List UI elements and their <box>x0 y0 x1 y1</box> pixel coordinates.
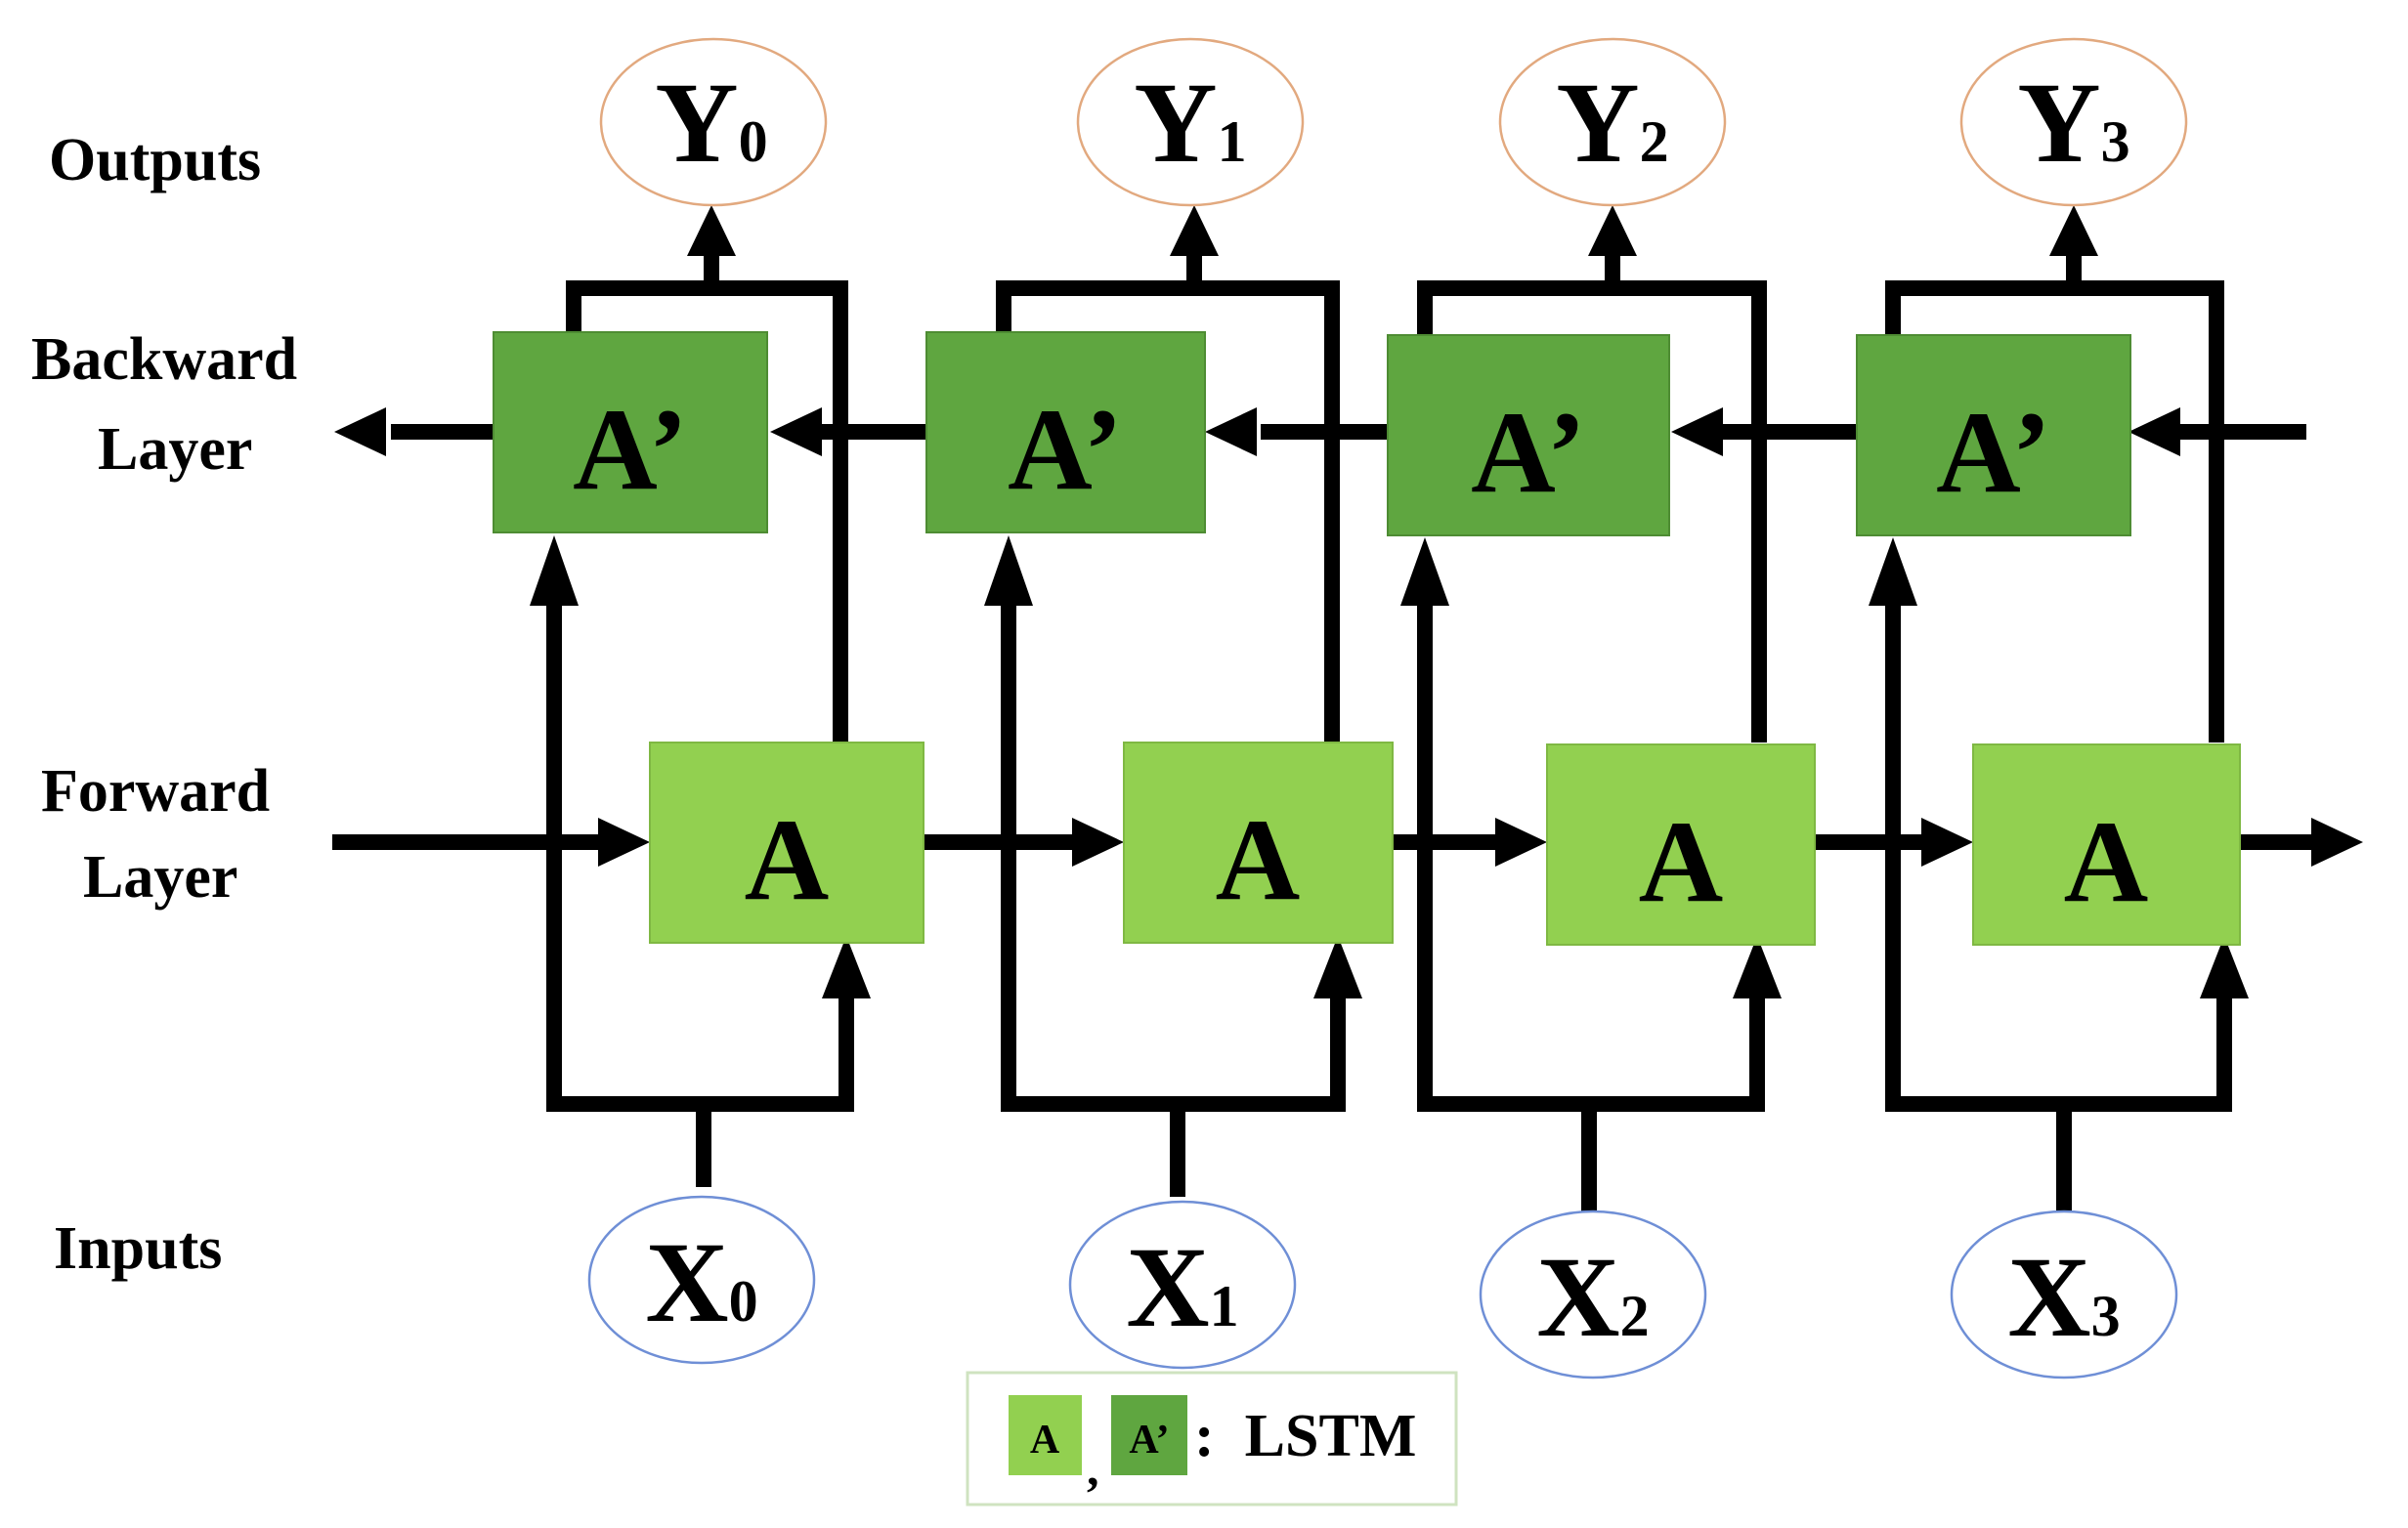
input-node-1-label: X1 <box>1126 1223 1238 1351</box>
backward-cell-0-label: A’ <box>573 384 688 514</box>
arrowhead-right <box>1495 818 1547 867</box>
input-node-3-label: X3 <box>2007 1233 2120 1361</box>
output-node-0-label: Y0 <box>655 59 767 187</box>
input-nodes: X0 X1 X2 X3 <box>587 1195 2178 1379</box>
forward-cell-0 <box>649 742 924 944</box>
input-node-1 <box>1068 1200 1297 1370</box>
output-merge-1 <box>996 256 1340 743</box>
arrowhead-up <box>1733 936 1782 998</box>
arrowhead-right <box>2311 818 2363 867</box>
arrowhead-up <box>1869 537 1917 606</box>
arrowhead-up <box>530 535 579 606</box>
forward-layer-label-line2: Layer <box>83 844 237 911</box>
arrowhead-up <box>984 535 1033 606</box>
arrowhead-up <box>1170 205 1219 256</box>
arrowheads <box>334 205 2363 998</box>
forward-layer: A A A A <box>649 742 2241 946</box>
connections <box>332 256 2316 1211</box>
backward-layer-label-line2: Layer <box>98 416 252 483</box>
arrowhead-left <box>770 407 822 456</box>
output-node-0 <box>599 37 828 207</box>
output-node-3 <box>1959 37 2188 207</box>
legend-forward-swatch <box>1009 1395 1082 1475</box>
arrowhead-up <box>1588 205 1637 256</box>
output-node-1 <box>1076 37 1305 207</box>
output-merge-0 <box>566 256 848 743</box>
arrowhead-up <box>822 936 871 998</box>
forward-cell-3-label: A <box>2064 796 2149 926</box>
legend-text: : LSTM <box>1194 1403 1416 1469</box>
input-branch-1 <box>1001 606 1346 1197</box>
forward-layer-label-line1: Forward <box>41 758 270 825</box>
output-node-3-label: Y3 <box>2017 59 2129 187</box>
forward-cell-2 <box>1546 743 1816 946</box>
output-nodes: Y0 Y1 Y2 Y3 <box>599 37 2188 207</box>
arrowhead-up <box>1400 537 1449 606</box>
arrowhead-up <box>1313 936 1362 998</box>
backward-cell-3-label: A’ <box>1936 387 2051 517</box>
output-node-2 <box>1498 37 1727 207</box>
input-branch-3 <box>1885 606 2232 1211</box>
input-node-2-label: X2 <box>1536 1233 1649 1361</box>
legend: A , A’ : LSTM <box>966 1371 1458 1507</box>
backward-cell-2 <box>1387 334 1670 536</box>
arrowhead-left <box>1671 407 1723 456</box>
inputs-label: Inputs <box>54 1215 222 1282</box>
arrowhead-left <box>1205 407 1257 456</box>
arrowhead-left <box>334 407 386 456</box>
backward-cell-0 <box>493 331 768 533</box>
legend-backward-swatch <box>1111 1395 1187 1475</box>
backward-layer-label-line1: Backward <box>31 326 297 393</box>
forward-cell-3 <box>1972 743 2241 946</box>
backward-cell-2-label: A’ <box>1471 387 1586 517</box>
outputs-label: Outputs <box>49 127 261 193</box>
arrowhead-right <box>1921 818 1973 867</box>
input-node-0-label: X0 <box>645 1218 757 1346</box>
legend-separator: , <box>1087 1441 1099 1496</box>
arrowhead-up <box>2200 936 2249 998</box>
forward-cell-0-label: A <box>745 794 830 924</box>
legend-forward-swatch-label: A <box>1030 1418 1060 1463</box>
output-node-2-label: Y2 <box>1556 59 1668 187</box>
arrowhead-up <box>2049 205 2098 256</box>
arrowhead-right <box>598 818 650 867</box>
forward-cell-1-label: A <box>1216 794 1301 924</box>
input-node-3 <box>1950 1210 2178 1379</box>
output-merge-2 <box>1417 256 1767 743</box>
input-branch-0 <box>546 606 854 1187</box>
input-branch-2 <box>1417 606 1765 1211</box>
input-node-0 <box>587 1195 816 1365</box>
output-merge-3 <box>1885 256 2224 743</box>
backward-layer: A’ A’ A’ A’ <box>493 331 2131 536</box>
legend-backward-swatch-label: A’ <box>1129 1418 1169 1463</box>
forward-cell-2-label: A <box>1639 796 1724 926</box>
arrowhead-right <box>1072 818 1124 867</box>
arrowhead-left <box>2128 407 2180 456</box>
arrowhead-up <box>687 205 736 256</box>
backward-cell-3 <box>1856 334 2131 536</box>
backward-cell-1 <box>925 331 1206 533</box>
input-node-2 <box>1479 1210 1707 1379</box>
backward-cell-1-label: A’ <box>1008 384 1123 514</box>
forward-cell-1 <box>1123 742 1394 944</box>
output-node-1-label: Y1 <box>1134 59 1246 187</box>
